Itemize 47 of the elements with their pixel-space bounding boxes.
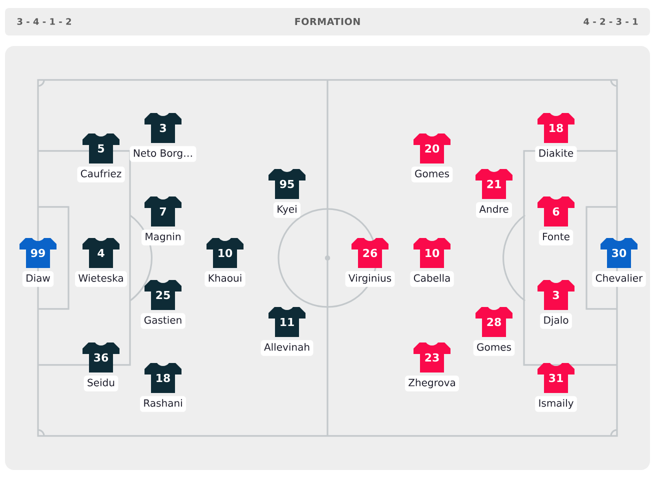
name-label: Gomes xyxy=(473,340,515,356)
name-label: Virginius xyxy=(345,271,395,287)
name-label: Zhegrova xyxy=(404,376,460,392)
name-label: Seidu xyxy=(84,376,118,392)
name-label: Kyei xyxy=(273,202,301,218)
jersey: 25 xyxy=(144,280,182,310)
title: FORMATION xyxy=(295,18,360,26)
name-label: Djalo xyxy=(540,313,572,329)
formation-label: 4 - 2 - 3 - 1 xyxy=(584,18,638,25)
jersey: 99 xyxy=(20,238,56,268)
jersey: 10 xyxy=(206,238,244,268)
name-label: Khaoui xyxy=(204,271,246,287)
name-label: Ismaily xyxy=(535,396,577,412)
name-label: Caufriez xyxy=(77,166,125,182)
name-label: Cabella xyxy=(410,271,454,287)
jersey: 11 xyxy=(268,306,306,337)
name-label: Gastien xyxy=(140,313,186,329)
jersey: 18 xyxy=(144,362,182,393)
jersey: 10 xyxy=(414,238,450,268)
name-label: Allevinah xyxy=(260,340,314,356)
jersey: 18 xyxy=(538,112,574,143)
name-label: Chevalier xyxy=(592,271,646,287)
jersey: 31 xyxy=(538,362,574,393)
jersey: 4 xyxy=(82,238,120,268)
formation-label: 3 - 4 - 1 - 2 xyxy=(17,18,71,25)
jersey: 6 xyxy=(538,196,574,226)
jersey: 36 xyxy=(82,342,120,372)
jersey: 7 xyxy=(144,196,182,226)
name-label: Rashani xyxy=(140,396,186,412)
name-label: Diaw xyxy=(22,271,54,287)
name-label: Andre xyxy=(476,202,512,218)
jersey: 21 xyxy=(476,168,512,199)
jersey: 28 xyxy=(476,306,512,337)
jersey: 95 xyxy=(268,168,306,199)
jersey: 3 xyxy=(538,280,574,310)
name-label: Fonte xyxy=(538,230,574,246)
jersey: 23 xyxy=(414,342,450,372)
jersey: 5 xyxy=(82,133,120,164)
name-label: Wieteska xyxy=(75,271,128,287)
name-label: Gomes xyxy=(411,166,453,182)
name-label: Diakite xyxy=(535,146,577,162)
name-label: Magnin xyxy=(142,230,184,246)
jersey: 26 xyxy=(352,238,388,268)
jersey: 30 xyxy=(600,238,638,268)
name-label: Neto Borg… xyxy=(130,146,196,162)
jersey: 20 xyxy=(414,133,450,164)
jersey: 3 xyxy=(144,112,182,143)
